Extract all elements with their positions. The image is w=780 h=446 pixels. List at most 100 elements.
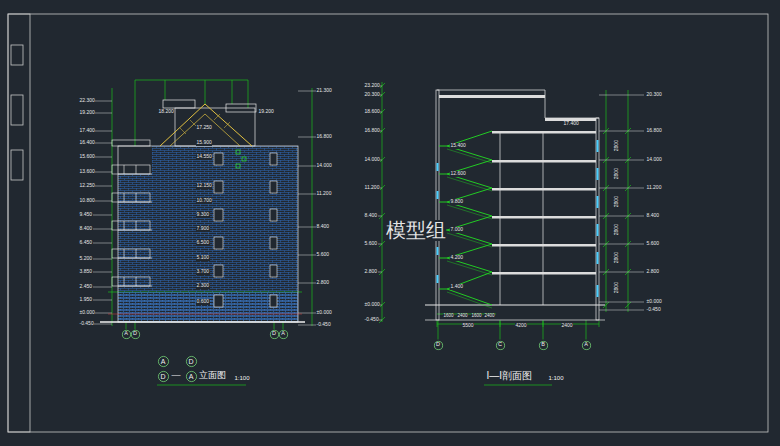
balcony: [112, 140, 150, 146]
level-value: 0.600: [196, 299, 210, 304]
title-underline: [157, 385, 552, 386]
elevation-leaders: [126, 322, 283, 330]
axis-letter: D: [270, 330, 279, 339]
stair-window: [242, 157, 246, 161]
level-value: 5.600: [316, 252, 330, 257]
roof: [160, 100, 256, 146]
landing-level: 9.800: [450, 199, 464, 204]
balcony: [124, 165, 136, 286]
dimension: 2800: [614, 140, 619, 152]
level-value: 20.300: [646, 92, 662, 97]
stair-window: [236, 164, 240, 168]
floor-slab: [492, 131, 596, 134]
stair: [439, 131, 492, 308]
level-value: 2.800: [646, 269, 660, 274]
roof: [163, 100, 195, 108]
balcony: [112, 165, 150, 174]
level-value: 18.600: [364, 109, 380, 114]
title-underline: [484, 385, 552, 386]
dimension: 2400: [561, 323, 573, 328]
level-value: 19.200: [258, 109, 274, 114]
sheet-frame: [8, 14, 30, 432]
window: [270, 237, 277, 249]
level-value: 2.300: [196, 283, 210, 288]
axis-letter: C: [496, 341, 505, 350]
level-value: 10.800: [79, 198, 95, 203]
window: [214, 153, 277, 307]
section-dimension: [603, 128, 631, 308]
sheet-frame: [11, 150, 23, 180]
floor-slab: [439, 95, 596, 275]
drawing-title: 立面图: [198, 371, 226, 380]
level-value: 22.300: [79, 98, 95, 103]
level-value: 19.200: [79, 110, 95, 115]
axis-bubble: D: [131, 330, 140, 339]
bubble-circle: [582, 341, 590, 349]
level-value: -0.450: [316, 322, 331, 327]
level-value: 18.200: [158, 109, 174, 114]
level-marks: [298, 91, 330, 325]
window: [214, 265, 223, 277]
level-value: 8.400: [316, 224, 330, 229]
level-value: ±0.000: [316, 310, 332, 315]
floor-slab: [492, 188, 596, 191]
building-outline: [118, 146, 298, 322]
facade-brick: [118, 146, 298, 322]
dimension: 2800: [614, 282, 619, 294]
window: [270, 209, 277, 221]
level-value: ±0.000: [646, 299, 662, 304]
axis-bubble: A: [186, 371, 197, 382]
axis-letter: D: [158, 371, 169, 382]
balcony: [112, 277, 150, 286]
floor-slab: [492, 216, 596, 219]
section-structure: [425, 304, 605, 305]
bubble-circle: [434, 341, 442, 349]
section-structure: [436, 90, 439, 320]
stair: [447, 149, 492, 308]
axis-bubble: C: [496, 341, 505, 350]
level-value: 20.300: [364, 92, 380, 97]
level-value: 3.850: [79, 269, 93, 274]
axis-bubble: D: [186, 356, 197, 367]
dimension: 2800: [614, 252, 619, 264]
dimension: 2800: [614, 224, 619, 236]
scale: 1:100: [234, 375, 250, 381]
roof: [180, 114, 230, 134]
balcony: [112, 249, 150, 258]
axis-bubble: B: [539, 341, 548, 350]
axis-bubble: A: [158, 356, 169, 367]
bubble-circle: [186, 356, 196, 366]
bubble-circle: [186, 371, 196, 381]
bubble-circle: [131, 330, 139, 338]
section-window: [597, 140, 599, 297]
dimension: 2800: [614, 196, 619, 208]
axis-letter: D: [131, 330, 140, 339]
sheet-frame: [8, 14, 768, 432]
bubble-circle: [158, 356, 168, 366]
dimension: 2800: [614, 168, 619, 180]
section-window: [438, 140, 598, 297]
level-value: -0.450: [364, 317, 379, 322]
title-dash: —: [171, 371, 181, 380]
dimension: 2400: [484, 314, 495, 319]
section-structure: [437, 90, 599, 118]
level-value: -0.450: [79, 321, 94, 326]
dimension: 4200: [515, 323, 527, 328]
section-level-marks: [364, 86, 382, 320]
level-value: 17.400: [79, 128, 95, 133]
level-value: 8.400: [79, 226, 93, 231]
building-outline: [118, 146, 298, 322]
level-value: 1.950: [79, 297, 93, 302]
stair: [439, 131, 492, 160]
level-value: 16.800: [316, 134, 332, 139]
section-structure: [425, 320, 605, 321]
window: [214, 181, 223, 193]
stair: [439, 188, 492, 216]
scale: 1:100: [548, 375, 564, 381]
landing-level: 7.000: [450, 227, 464, 232]
level-value: 5.200: [79, 256, 93, 261]
section-dimension: [379, 82, 631, 340]
floor-slab: [492, 244, 596, 247]
landing-level: 12.600: [450, 171, 466, 176]
